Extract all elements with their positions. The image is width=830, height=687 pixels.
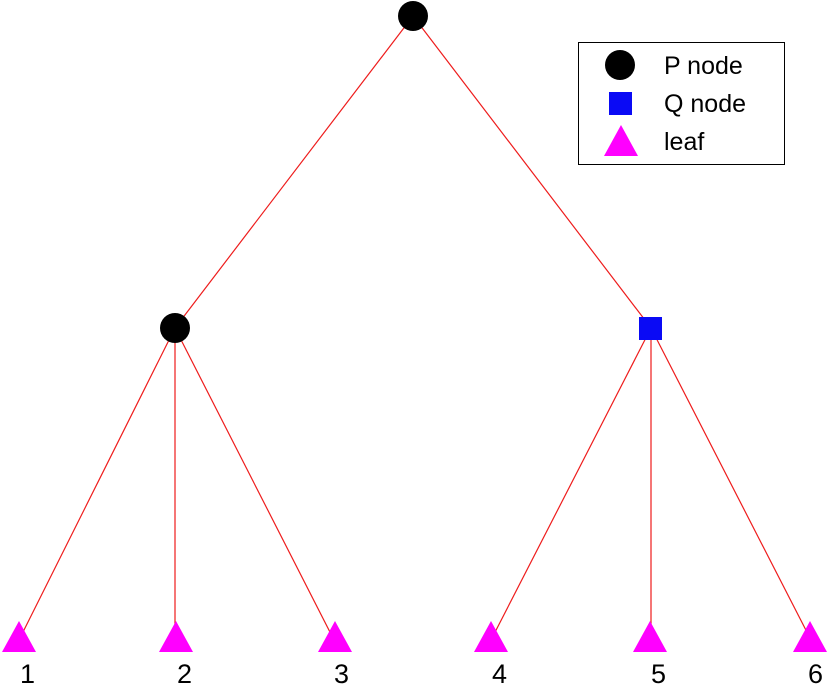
- legend-p-node-label: P node: [664, 52, 743, 80]
- legend-leaf-label: leaf: [664, 128, 704, 156]
- leaf-2-label: 2: [177, 659, 192, 687]
- edge-root-to-q-node: [412, 15, 652, 329]
- root-p-node: [398, 1, 428, 31]
- leaves: 1 2 3 4 5 6: [2, 621, 827, 687]
- legend-leaf-icon: [604, 125, 638, 156]
- leaf-4-marker: [474, 621, 508, 652]
- leaf-6-marker: [793, 621, 827, 652]
- leaf-3-label: 3: [334, 659, 349, 687]
- legend-q-node-label: Q node: [664, 90, 746, 118]
- tree-edges: [18, 15, 812, 641]
- leaf-1-label: 1: [20, 659, 35, 687]
- edge-p-node-to-leaf-3: [174, 327, 335, 641]
- edge-q-node-to-leaf-4: [490, 327, 652, 641]
- p-node: [160, 313, 190, 343]
- leaf-3-marker: [318, 621, 352, 652]
- leaf-2-marker: [159, 621, 193, 652]
- leaf-5-label: 5: [651, 659, 666, 687]
- leaf-1-marker: [2, 621, 36, 652]
- leaf-5-marker: [633, 621, 667, 652]
- legend: P node Q node leaf: [578, 42, 785, 165]
- leaf-6-label: 6: [808, 659, 823, 687]
- q-node: [639, 317, 662, 340]
- edge-p-node-to-leaf-1: [18, 327, 176, 641]
- leaf-4-label: 4: [492, 659, 507, 687]
- edge-q-node-to-leaf-6: [650, 327, 812, 641]
- legend-p-node-icon: [605, 50, 635, 80]
- legend-q-node-icon: [609, 92, 632, 115]
- edge-root-to-p-node: [174, 15, 414, 329]
